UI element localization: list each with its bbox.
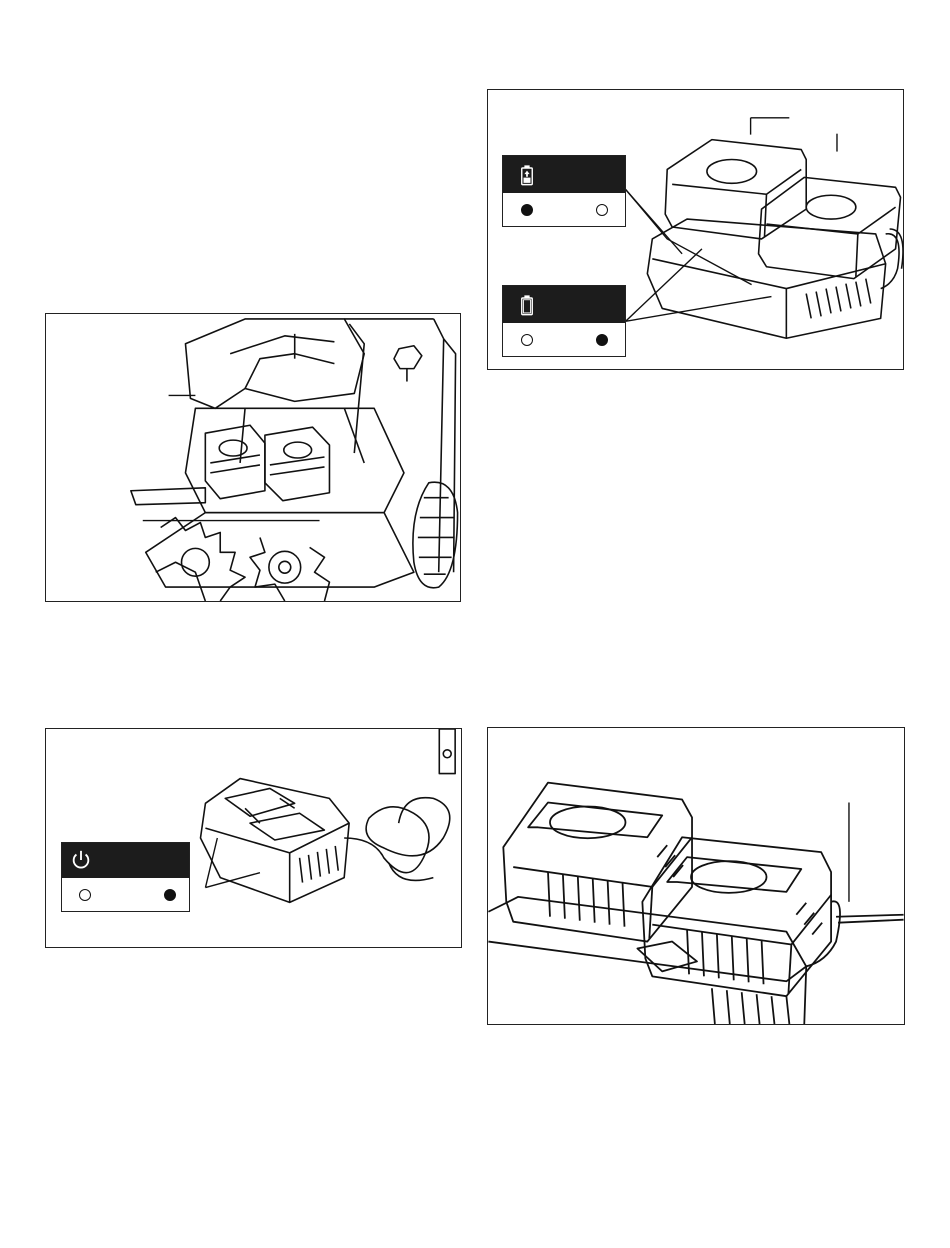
charger-power-illustration <box>46 729 461 947</box>
indicator-power-leds <box>62 878 189 913</box>
battery-pack-left <box>503 783 692 942</box>
battery-compartment-cover <box>185 319 364 408</box>
power-cord <box>344 798 450 873</box>
indicator-charged-leds <box>503 323 625 358</box>
indicator-charged <box>502 285 626 357</box>
charger-dual <box>488 897 806 1024</box>
led-left <box>79 889 91 901</box>
power-icon <box>70 849 92 871</box>
figure-batteries-on-charger <box>487 727 905 1025</box>
battery-charging-icon <box>520 163 534 187</box>
battery-pack-right <box>265 427 330 500</box>
battery-pack-left <box>205 425 265 498</box>
snowblower-battery-illustration <box>46 314 460 601</box>
figure-charger-power <box>45 728 462 948</box>
battery-full-icon <box>520 293 534 317</box>
battery-pack-left <box>665 140 806 239</box>
led-right <box>596 334 608 346</box>
indicator-power <box>61 842 190 912</box>
indicator-power-header <box>62 843 189 878</box>
batteries-on-charger-illustration <box>488 728 904 1024</box>
led-left <box>521 334 533 346</box>
led-right <box>596 204 608 216</box>
indicator-charging-leds <box>503 193 625 228</box>
led-left <box>521 204 533 216</box>
indicator-charging-header <box>503 156 625 193</box>
battery-pack-right <box>759 177 901 278</box>
auger <box>156 518 245 601</box>
handle-knob <box>394 346 422 369</box>
led-right <box>164 889 176 901</box>
figure-install-batteries <box>45 313 461 602</box>
power-cord <box>806 901 840 966</box>
indicator-charged-header <box>503 286 625 323</box>
indicator-charging <box>502 155 626 227</box>
